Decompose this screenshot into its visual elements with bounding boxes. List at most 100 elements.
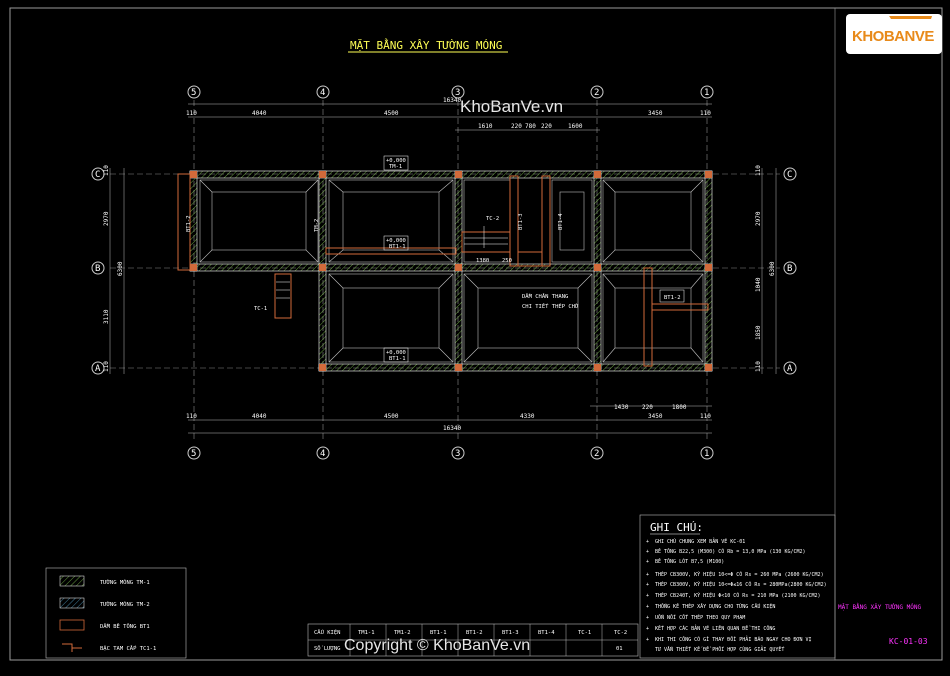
svg-text:TM-1: TM-1 (389, 164, 402, 170)
svg-text:110: 110 (186, 413, 197, 420)
svg-text:BT1-4: BT1-4 (558, 213, 564, 230)
watermark-bottom: Copyright © KhoBanVe.vn (344, 637, 530, 654)
sheet-name: MẶT BẰNG XÂY TƯỜNG MÓNG (838, 603, 921, 611)
note-stair-rebar: CHI TIẾT THÉP CHỜ (522, 302, 579, 310)
notes-title: GHI CHÚ: (650, 521, 703, 534)
svg-text:BT1-1: BT1-1 (389, 244, 406, 250)
title-block: MẶT BẰNG XÂY TƯỜNG MÓNG KC-01-03 (834, 8, 928, 660)
svg-text:6300: 6300 (117, 261, 124, 276)
dimension-lines (109, 103, 777, 434)
svg-text:+: + (646, 604, 649, 610)
svg-text:110: 110 (103, 165, 110, 176)
svg-text:KHI THI CÔNG CÓ GÌ THAY ĐỔI PH: KHI THI CÔNG CÓ GÌ THAY ĐỔI PHẢI BÁO NGA… (655, 635, 812, 643)
svg-text:1380: 1380 (476, 258, 489, 264)
svg-text:TƯỜNG MÓNG TM-2: TƯỜNG MÓNG TM-2 (100, 601, 150, 608)
foundation-walls (189, 170, 713, 372)
svg-text:3450: 3450 (648, 110, 663, 117)
svg-text:110: 110 (755, 361, 762, 372)
svg-text:TC-2: TC-2 (486, 216, 499, 222)
svg-text:+0,000: +0,000 (386, 350, 406, 356)
axis-4-top: 4 (320, 88, 325, 98)
svg-text:+: + (646, 615, 649, 621)
axis-C-left: C (95, 170, 100, 180)
svg-text:TC-2: TC-2 (614, 630, 627, 636)
svg-text:+: + (646, 549, 649, 555)
dimension-texts: 16340 110 4040 4500 3450 110 1610 220 78… (186, 97, 711, 432)
drawing-title: MẶT BẰNG XÂY TƯỜNG MÓNG (350, 38, 502, 52)
svg-text:TM1-1: TM1-1 (358, 630, 375, 636)
svg-text:BT1-1: BT1-1 (430, 630, 447, 636)
axis-A-left: A (95, 364, 101, 374)
svg-text:DẦM BÊ TÔNG BT1: DẦM BÊ TÔNG BT1 (100, 622, 150, 630)
sheet-frame (9, 7, 943, 661)
svg-text:1040: 1040 (755, 277, 762, 292)
legend-swatch-tm2 (59, 597, 85, 609)
svg-text:1430: 1430 (614, 404, 629, 411)
legend-swatch-bt1 (59, 619, 85, 631)
axis-2-bottom: 2 (594, 449, 599, 459)
schedule-table: CẤU KIỆN SỐ LƯỢNG TM1-1 TM1-2 BT1-1 BT1-… (307, 623, 639, 657)
svg-text:110: 110 (755, 165, 762, 176)
columns (190, 171, 712, 371)
svg-text:+: + (646, 582, 649, 588)
svg-text:CẤU KIỆN: CẤU KIỆN (314, 628, 341, 636)
legend: TƯỜNG MÓNG TM-1 TƯỜNG MÓNG TM-2 DẦM BÊ T… (45, 567, 187, 659)
axis-B-right: B (787, 264, 792, 274)
svg-text:BT1-2: BT1-2 (186, 215, 192, 232)
note-stair-beam: DẦM CHÂN THANG (522, 293, 568, 300)
svg-text:BT1-2: BT1-2 (466, 630, 483, 636)
svg-text:+: + (646, 572, 649, 578)
svg-text:BẬC TAM CẤP TC1-1: BẬC TAM CẤP TC1-1 (100, 645, 156, 652)
axis-1-bottom: 1 (704, 449, 709, 459)
svg-text:110: 110 (700, 110, 711, 117)
svg-text:220: 220 (511, 123, 522, 130)
svg-text:4330: 4330 (520, 413, 535, 420)
svg-text:1800: 1800 (672, 404, 687, 411)
svg-text:GHI CHÚ CHUNG XEM BẢN VẼ KC-01: GHI CHÚ CHUNG XEM BẢN VẼ KC-01 (655, 537, 745, 545)
legend-swatch-tm1 (59, 575, 85, 587)
svg-text:BT1-1: BT1-1 (389, 356, 406, 362)
khobanve-logo: KHOBANVE (846, 14, 942, 54)
axis-5-bottom: 5 (191, 449, 196, 459)
dim-top-total: 16340 (443, 97, 461, 104)
svg-text:4500: 4500 (384, 413, 399, 420)
logo-text: KHOBANVE (852, 28, 934, 45)
element-tags: +0,000 TM-1 +0,000 BT1-1 +0,000 BT1-1 TC… (186, 155, 685, 363)
svg-text:BT1-4: BT1-4 (538, 630, 555, 636)
svg-text:+: + (646, 539, 649, 545)
svg-text:1850: 1850 (755, 325, 762, 340)
svg-text:+: + (646, 626, 649, 632)
dim-bottom-total: 16340 (443, 425, 461, 432)
svg-text:220: 220 (642, 404, 653, 411)
svg-text:THỐNG KÊ THÉP XÂY DỰNG CHO TỪN: THỐNG KÊ THÉP XÂY DỰNG CHO TỪNG CẤU KIỆN (655, 602, 775, 610)
watermark-top: KhoBanVe.vn (460, 97, 563, 116)
svg-text:TƯỜNG MÓNG TM-1: TƯỜNG MÓNG TM-1 (100, 579, 150, 586)
svg-text:THÉP CB300V, KÝ HIỆU 10<=Φ CÓ: THÉP CB300V, KÝ HIỆU 10<=Φ CÓ Rs = 260 M… (655, 570, 824, 578)
svg-text:TM1-2: TM1-2 (394, 630, 411, 636)
svg-text:3110: 3110 (103, 309, 110, 324)
axis-C-right: C (787, 170, 792, 180)
svg-text:110: 110 (700, 413, 711, 420)
svg-text:01: 01 (616, 646, 623, 652)
axis-B-left: B (95, 264, 100, 274)
dimension-texts-vertical: 2970 3110 110 110 6300 2970 1040 1850 11… (103, 165, 776, 372)
svg-text:2970: 2970 (755, 211, 762, 226)
svg-text:1610: 1610 (478, 123, 493, 130)
svg-text:BT1-2: BT1-2 (664, 295, 681, 301)
sheet-code: KC-01-03 (889, 637, 928, 646)
svg-text:250: 250 (502, 258, 512, 264)
svg-text:110: 110 (186, 110, 197, 117)
svg-text:220: 220 (541, 123, 552, 130)
svg-text:UỐN NỐI CỐT THÉP THEO QUY PHẠM: UỐN NỐI CỐT THÉP THEO QUY PHẠM (655, 613, 745, 621)
svg-text:BÊ TÔNG B22,5 (M300) CÓ Rb = 1: BÊ TÔNG B22,5 (M300) CÓ Rb = 13,0 MPa (1… (655, 547, 806, 555)
svg-text:780: 780 (525, 123, 536, 130)
axis-4-bottom: 4 (320, 449, 325, 459)
svg-text:TC-1: TC-1 (254, 306, 267, 312)
svg-text:+0,000: +0,000 (386, 158, 406, 164)
svg-text:6300: 6300 (769, 261, 776, 276)
svg-text:4040: 4040 (252, 413, 267, 420)
svg-text:+: + (646, 637, 649, 643)
svg-text:4040: 4040 (252, 110, 267, 117)
stairs (276, 226, 508, 299)
